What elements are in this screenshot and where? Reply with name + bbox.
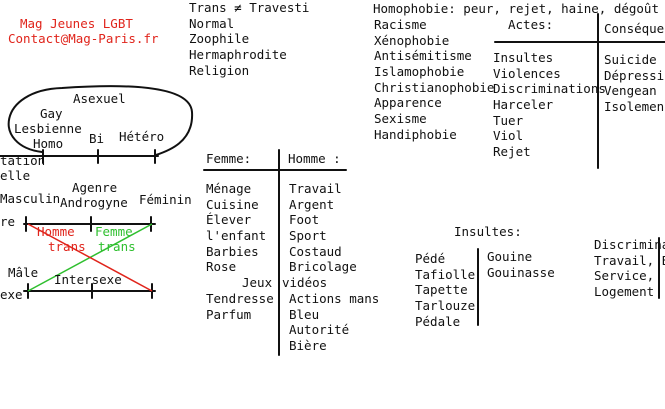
orientation-ellipse <box>7 85 194 156</box>
homophobia-title: Homophobie: peur, rejet, haine, dégoût <box>373 1 659 16</box>
discrimination-line: Travail, Bi <box>594 252 665 268</box>
asexuel-label: Asexuel <box>73 91 126 106</box>
homme-trans-label-2: trans <box>48 239 86 254</box>
femme-item: Tendresse <box>206 290 274 306</box>
videos-label: vidéos <box>282 275 328 290</box>
femme-item: Parfum <box>206 306 252 322</box>
type-item: Handiphobie <box>374 126 457 142</box>
consequences-column: Suicide Dépressi Vengean Isolemen <box>604 52 664 115</box>
hetero-label: Hétéro <box>119 129 165 144</box>
insults-header: Insultes: <box>454 224 522 239</box>
femme-header: Femme: <box>206 151 252 166</box>
masculin-label: Masculin <box>0 191 61 206</box>
femme-trans-label-2: trans <box>98 239 136 254</box>
orientation-cut-label: tation <box>0 153 46 168</box>
insults-left-column: Pédé Tafiolle Tapette Tarlouze Pédale <box>415 251 475 329</box>
insult-item: Gouinasse <box>487 264 555 280</box>
term-item: Trans ≠ Travesti <box>189 0 310 15</box>
homme-item: Autorité <box>289 322 350 338</box>
femme-item: l'enfant <box>206 228 267 244</box>
homophobia-types: Racisme Xénophobie Antisémitisme Islamop… <box>374 17 494 143</box>
discrimination-block: Discriminat Travail, Bi Service, Logemen… <box>594 237 665 300</box>
type-item: Islamophobie <box>374 64 465 80</box>
homme-column: Travail Argent Foot Sport Costaud Bricol… <box>289 181 379 354</box>
acte-item: Viol <box>493 128 524 144</box>
acte-item: Rejet <box>493 144 531 160</box>
term-item: Hermaphrodite <box>189 47 287 63</box>
femme-trans-label: Femme <box>95 224 133 239</box>
type-item: Apparence <box>374 95 442 111</box>
homme-item: Bleu <box>289 306 320 322</box>
insult-item: Gouine <box>487 249 533 264</box>
intersexe-label: Intersexe <box>54 272 122 287</box>
terms-list: Trans ≠ Travesti Normal Zoophile Hermaph… <box>189 0 309 78</box>
femme-trans-line <box>27 223 153 292</box>
discrimination-line: Logement <box>594 284 655 300</box>
homme-item: Bricolage <box>289 259 357 275</box>
homme-header: Homme : <box>288 151 341 166</box>
acte-item: Discriminations <box>493 81 606 97</box>
male-label: Mâle <box>8 265 39 280</box>
term-item: Religion <box>189 62 250 78</box>
acte-item: Harceler <box>493 97 554 113</box>
insult-item: Tarlouze <box>415 298 476 314</box>
homme-trans-label: Homme <box>37 224 75 239</box>
type-item: Sexisme <box>374 111 427 127</box>
consequence-item: Isolemen <box>604 99 665 115</box>
femme-column: Ménage Cuisine Élever l'enfant Barbies R… <box>206 181 274 322</box>
type-item: Antisémitisme <box>374 48 472 64</box>
gender-cut-label: re <box>0 214 16 229</box>
consequence-item: Dépressi <box>604 67 665 83</box>
homme-item: Bière <box>289 337 327 353</box>
femme-item: Barbies <box>206 243 259 259</box>
homme-item: Sport <box>289 228 327 244</box>
homme-item: Travail <box>289 181 342 196</box>
femme-item: Rose <box>206 259 237 275</box>
femme-item: Élever <box>206 212 252 228</box>
femme-item: Cuisine <box>206 196 259 212</box>
actes-header: Actes: <box>508 17 554 32</box>
actes-column: Insultes Violences Discriminations Harce… <box>493 50 606 160</box>
consequence-item: Suicide <box>604 52 657 67</box>
homo-label: Homo <box>33 136 64 151</box>
sex-cut-label: exe <box>0 287 23 302</box>
homme-item: Argent <box>289 196 335 212</box>
homme-item: Costaud <box>289 243 342 259</box>
consequence-item: Vengean <box>604 83 657 99</box>
type-item: Xénophobie <box>374 32 450 48</box>
agenre-label: Agenre <box>72 180 118 195</box>
term-item: Normal <box>189 15 235 31</box>
insult-item: Pédale <box>415 313 461 329</box>
feminin-label: Féminin <box>139 192 192 207</box>
androgyne-label: Androgyne <box>60 195 128 210</box>
gay-label: Gay <box>40 106 63 121</box>
acte-item: Insultes <box>493 50 554 65</box>
discrimination-line: Discriminat <box>594 237 665 252</box>
insults-right-column: Gouine Gouinasse <box>487 249 555 280</box>
femme-item: Ménage <box>206 181 252 196</box>
homme-item: Actions mans <box>289 290 380 306</box>
type-item: Racisme <box>374 17 427 32</box>
jeux-label: Jeux <box>242 275 273 290</box>
consequences-header: Conséque <box>604 21 665 36</box>
org-name: Mag Jeunes LGBT <box>20 16 133 31</box>
insult-item: Tapette <box>415 282 468 298</box>
term-item: Zoophile <box>189 31 250 47</box>
insult-item: Pédé <box>415 251 446 266</box>
homme-item: Foot <box>289 212 320 228</box>
lesbienne-label: Lesbienne <box>14 121 82 136</box>
orientation-cut-label-2: elle <box>0 168 31 183</box>
acte-item: Tuer <box>493 112 524 128</box>
acte-item: Violences <box>493 65 561 81</box>
bi-label: Bi <box>89 131 105 146</box>
insult-item: Tafiolle <box>415 266 476 282</box>
contact-email[interactable]: Contact@Mag-Paris.fr <box>8 31 159 46</box>
discrimination-line: Service, <box>594 268 655 284</box>
type-item: Christianophobie <box>374 79 495 95</box>
